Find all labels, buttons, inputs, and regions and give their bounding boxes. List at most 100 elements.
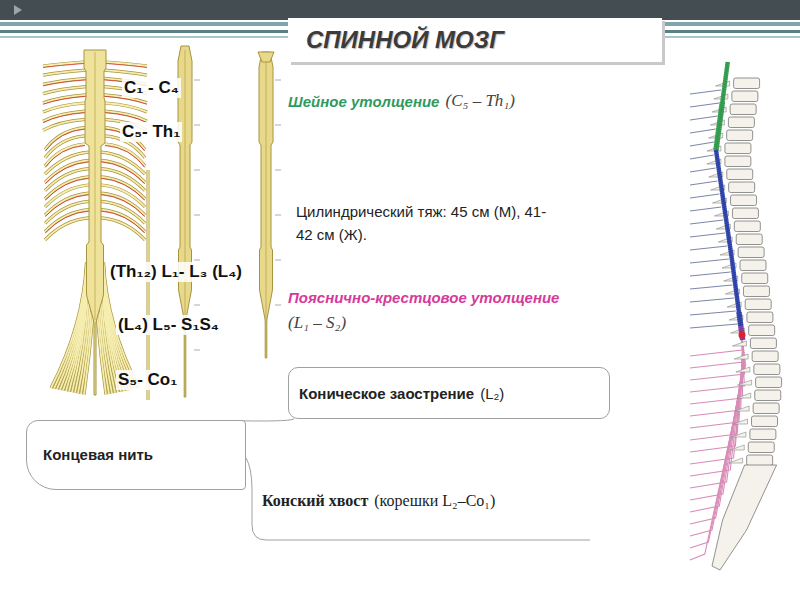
spinal-cord-segment [720,192,725,194]
spinal-cord-segment [732,278,737,280]
spinal-cord-segment [724,74,729,76]
vertebra-body [742,273,768,284]
vertebra-body [738,247,764,258]
spinal-cord-segment [718,114,724,116]
spinal-cord-segment [736,306,741,308]
spinal-nerve [690,272,731,276]
nerve-outline [101,218,145,240]
spinous-process [727,302,741,307]
spinal-nerve [97,317,106,395]
spinal-cord-segment [736,304,741,306]
spinous-process [716,224,730,229]
spinous-process [729,458,743,463]
vertebra-body [752,351,778,362]
callout-box: Коническое заострение(L₂) [288,367,610,419]
blood-vessel [101,178,145,200]
spinal-cord-segment [733,286,738,288]
vertebra-body [725,156,751,167]
spinal-cord-segment [735,298,740,300]
spinal-nerve [43,70,86,75]
spinal-cord-segment [722,204,727,206]
spinal-cord-segment [721,92,726,94]
spinous-process [714,211,728,216]
box-title: Концевая нить [43,446,153,463]
spinal-cord-segment [725,224,730,226]
isolated-cord [259,52,273,358]
spinal-cord-segment [731,268,736,270]
spinal-cord-segment [716,164,721,166]
spinous-process [722,263,736,268]
spinal-cord-segment [736,314,742,316]
spinal-cord-segment [730,264,735,266]
blood-vessel [45,211,89,233]
spinal-cord-segment [715,136,721,138]
vertebra-body [749,325,775,336]
section-heading: Шейное утолщение [288,93,439,110]
blood-vessel [45,129,85,151]
blood-vessel [43,113,85,123]
spinal-cord-segment [721,94,726,96]
box-content: Коническое заострение(L₂) [299,385,597,402]
spinal-cord-segment [722,206,727,208]
spinal-cord-segment [715,160,720,162]
spinal-nerve [101,210,145,232]
spinal-cord-segment [714,154,719,156]
spinal-cord-segment [738,328,744,330]
cauda-equina-root [690,348,744,464]
median-line [185,50,186,396]
spinous-process [729,315,743,320]
spinal-cord-segment [717,170,722,172]
vertebra-body [729,182,755,193]
spinal-cord-segment [728,246,733,248]
vertebra-body [752,416,778,427]
spinal-cord-segment [726,236,731,238]
spinal-cord-segment [715,158,720,160]
segment-label: C₅- Th₁ [120,122,182,142]
spinal-cord-segment [724,220,729,222]
median-line [266,56,267,358]
spinal-cord-segment [715,134,721,136]
spinal-cord-segment [718,110,724,112]
spinal-cord [84,50,106,395]
segment-label: (Th₁₂) L₁- L₃ (L₄) [108,262,244,282]
spinal-cord-segment [714,144,720,146]
spinal-cord-segment [731,270,736,272]
spinous-process [735,406,749,411]
spinal-cord-segment [715,138,721,140]
spinous-process [714,94,728,99]
spinal-cord-segment [734,290,739,292]
spinal-nerve [690,103,719,107]
spinal-nerve [690,220,723,224]
vertebra-body [747,312,773,323]
vertebra-body [732,91,758,102]
spinal-cord-segment [736,312,742,314]
banner-icon [14,5,22,15]
spinal-cord-segment [730,260,735,262]
segment-label: (L₄) L₅- S₁S₄ [116,315,221,335]
spinal-nerve [45,218,89,240]
blood-vessel [43,64,84,68]
vertebra-body [727,169,753,180]
spinal-cord-segment [716,168,721,170]
spinal-cord-segment [717,118,723,120]
callout-box: Концевая нить [26,420,246,490]
spinal-nerve [690,142,714,146]
vertebra-body [734,78,760,89]
spinal-cord-segment [716,124,722,126]
spinal-cord-segment [722,208,727,210]
spinal-nerve [690,129,716,133]
spinal-cord-segment [724,68,729,70]
spinal-cord-segment [725,66,730,68]
tick-mark [275,80,281,81]
spinal-nerve [690,259,729,263]
spinal-cord-segment [727,238,732,240]
spinal-nerve [690,194,719,198]
tick-mark [194,170,200,171]
cauda-equina-root [690,354,745,500]
spinal-cord-segment [737,320,743,322]
segment-label: S₅- Co₁ [116,370,179,390]
tick-mark [194,125,200,126]
blood-vessel [101,195,145,217]
spinal-cord-segment [714,146,720,148]
tick-mark [194,215,200,216]
